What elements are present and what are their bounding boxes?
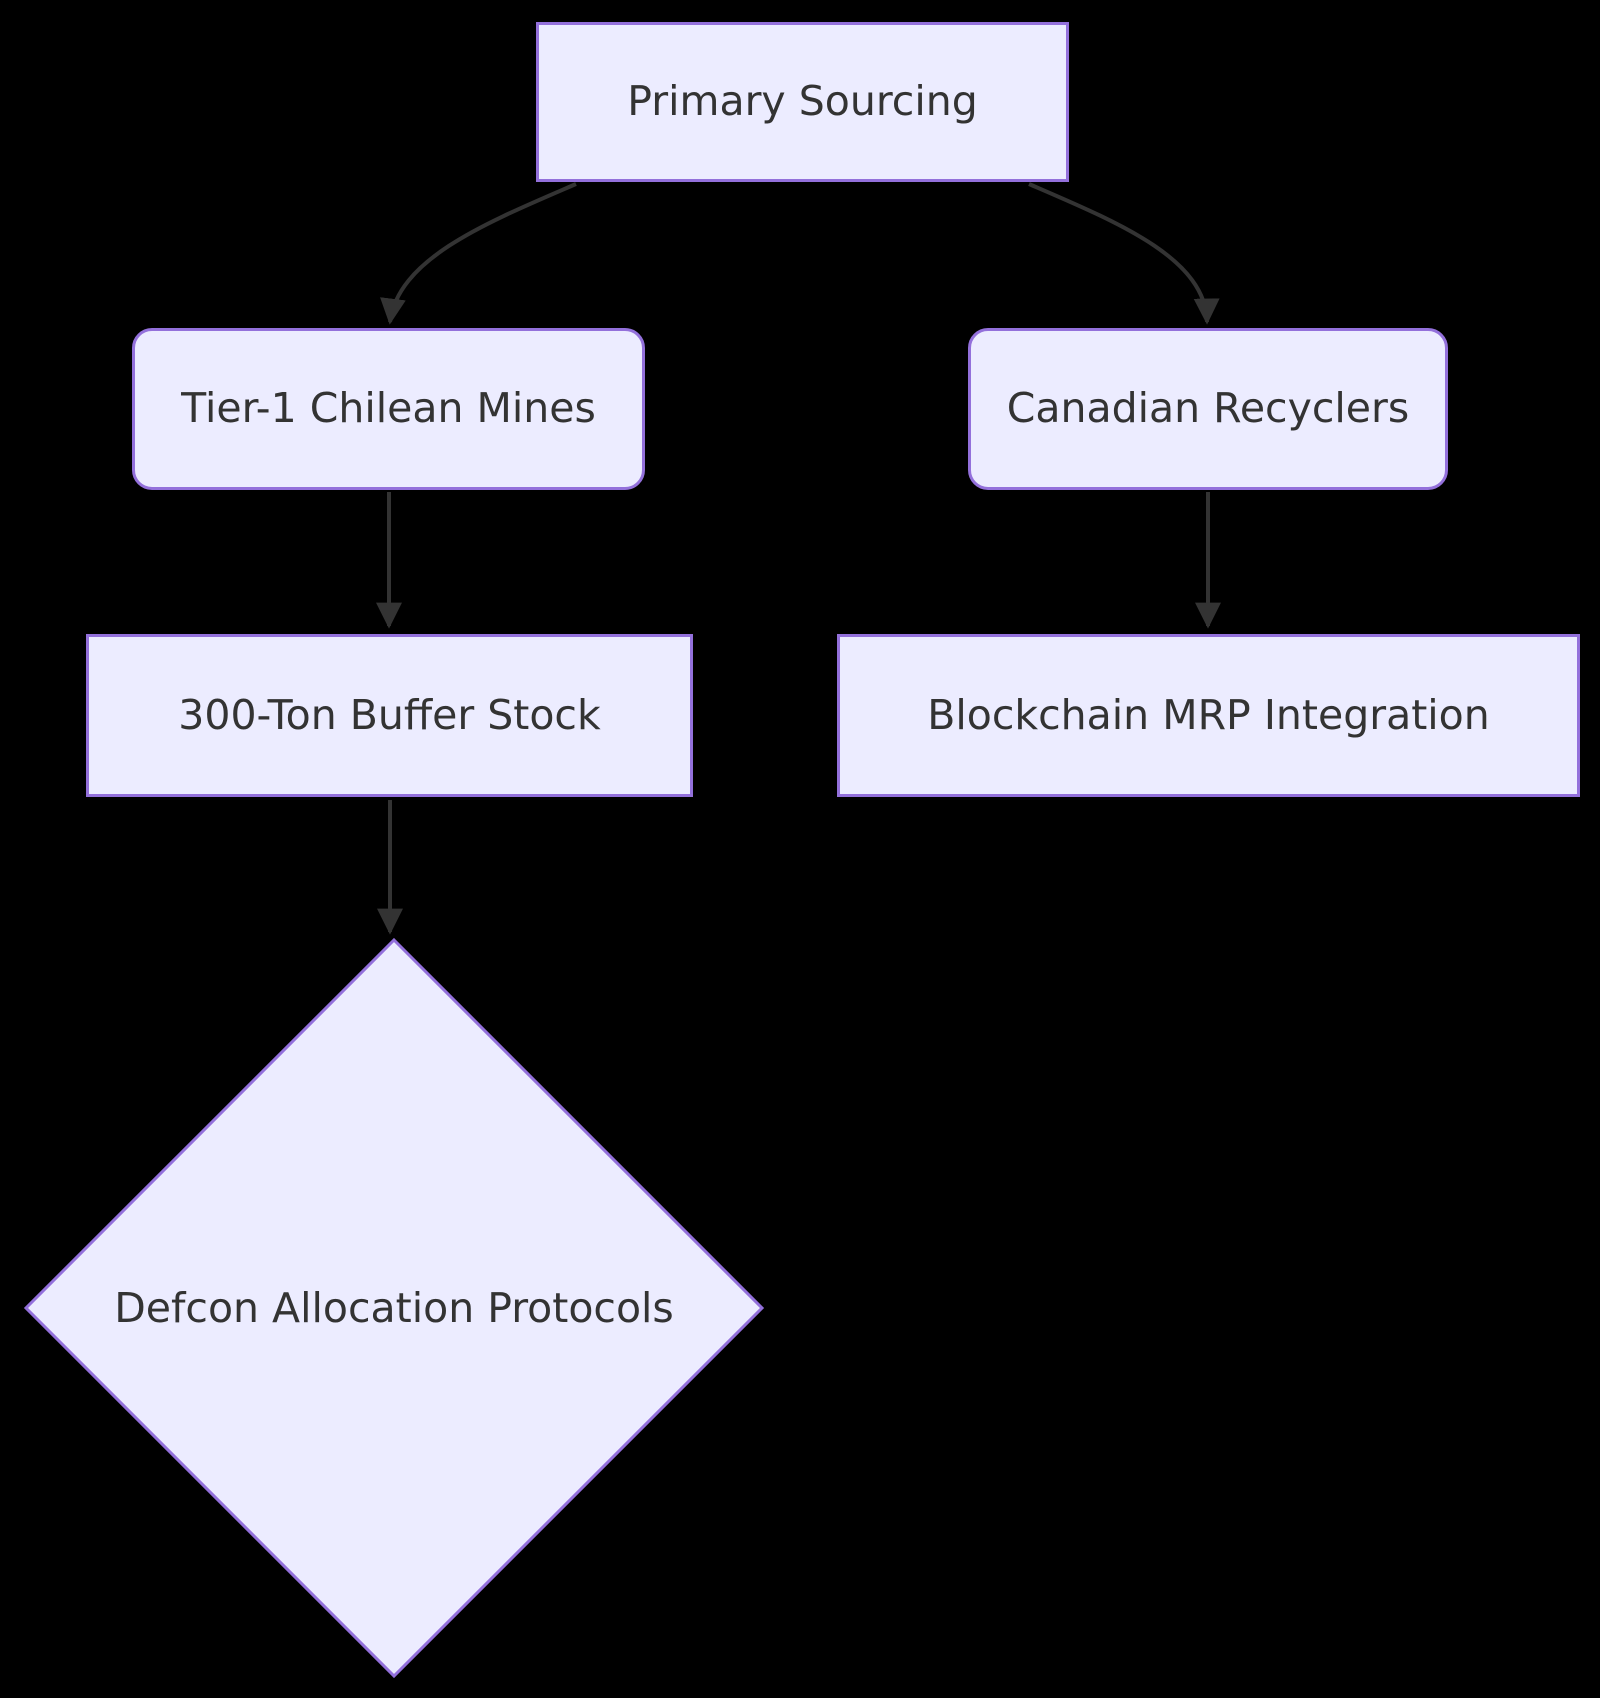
node-defcon-allocation-label-text: Defcon Allocation Protocols	[114, 1284, 674, 1332]
node-buffer-stock-label: 300-Ton Buffer Stock	[178, 690, 601, 739]
node-primary-sourcing: Primary Sourcing	[536, 22, 1069, 182]
node-blockchain-mrp: Blockchain MRP Integration	[837, 634, 1580, 797]
node-tier1-chilean-mines-label: Tier-1 Chilean Mines	[181, 384, 596, 433]
node-blockchain-mrp-label: Blockchain MRP Integration	[927, 690, 1490, 739]
edge-primary-to-canadian	[1028, 182, 1220, 325]
edge-primary-to-tier1	[380, 182, 577, 325]
node-tier1-chilean-mines: Tier-1 Chilean Mines	[132, 328, 645, 490]
node-canadian-recyclers-label: Canadian Recyclers	[1006, 384, 1410, 433]
node-defcon-allocation-diamond	[23, 937, 765, 1679]
node-defcon-allocation-label: Defcon Allocation Protocols	[44, 1275, 744, 1341]
node-canadian-recyclers: Canadian Recyclers	[968, 328, 1448, 490]
node-primary-sourcing-label: Primary Sourcing	[627, 77, 978, 126]
node-buffer-stock: 300-Ton Buffer Stock	[86, 634, 693, 797]
